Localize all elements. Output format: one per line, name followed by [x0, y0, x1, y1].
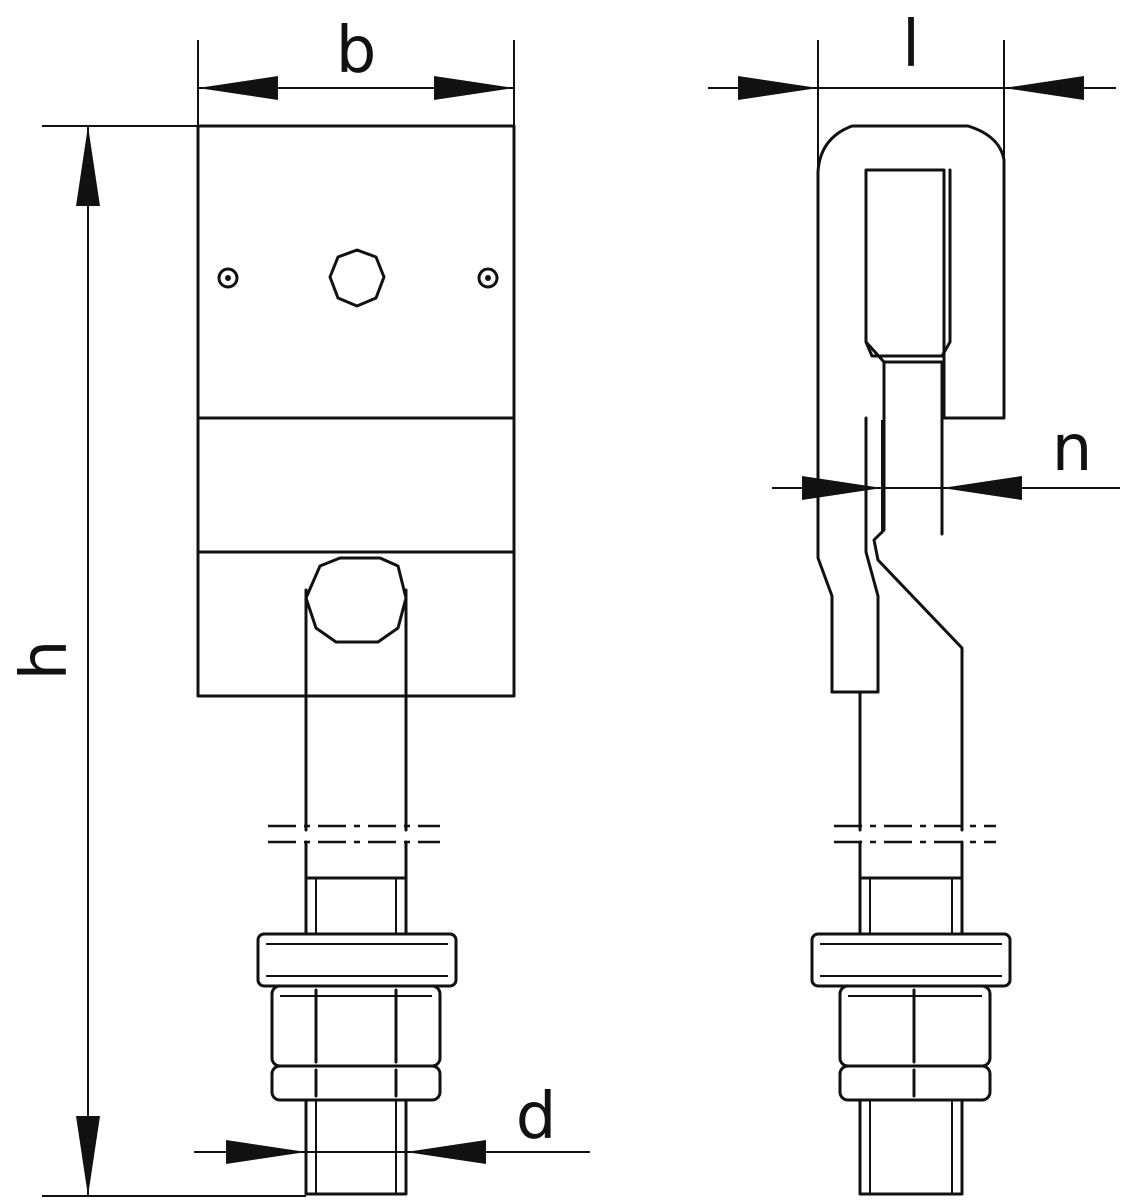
arrowhead [406, 1140, 486, 1164]
arrowhead [226, 1140, 306, 1164]
hex-nut-lower [270, 1064, 442, 1102]
bolt-head [304, 556, 408, 644]
arrowhead [738, 76, 818, 100]
arrowhead [802, 476, 882, 500]
dimension-label-b: b [336, 14, 377, 88]
washer [256, 932, 458, 988]
dimension-n: n [772, 412, 1120, 534]
small-hole-right [477, 267, 499, 289]
threaded-end [304, 1098, 408, 1196]
arrowhead [76, 1116, 100, 1196]
side-threaded-end [858, 1098, 964, 1196]
dimension-label-n: n [1052, 412, 1093, 486]
front-view [196, 124, 516, 1196]
clamp-profile [816, 124, 1006, 832]
dimension-label-d: d [516, 1080, 557, 1154]
jaw-top [864, 168, 952, 358]
arrowhead [76, 126, 100, 206]
dimension-l: l [708, 8, 1116, 172]
dimension-label-h: h [8, 640, 82, 681]
small-hole-left-center [225, 275, 231, 281]
arrowhead [198, 76, 278, 100]
side-washer [810, 932, 1012, 988]
small-hole-right-center [485, 275, 491, 281]
dimension-label-l: l [902, 8, 920, 82]
center-hole [328, 248, 386, 308]
small-hole-left [217, 267, 239, 289]
arrowhead [1004, 76, 1084, 100]
side-view [810, 124, 1012, 1196]
hex-nut-upper [270, 984, 442, 1068]
dimension-h: h [8, 125, 514, 1197]
arrowhead [942, 476, 1022, 500]
dimension-d: d [194, 1080, 590, 1164]
dimension-b: b [197, 14, 515, 126]
clamp-inner-left [830, 416, 880, 694]
arrowhead [434, 76, 514, 100]
